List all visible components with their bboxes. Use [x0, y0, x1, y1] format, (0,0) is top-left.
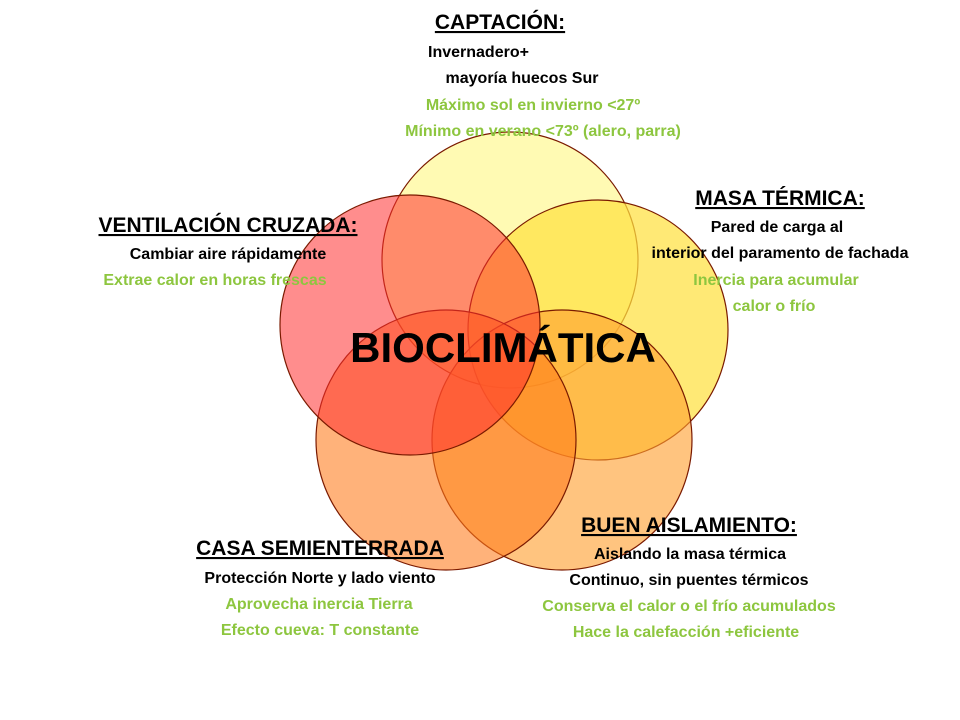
- masa-termica-green-2: calor o frío: [733, 298, 816, 315]
- ventilacion-green-1: Extrae calor en horas frescas: [103, 272, 326, 289]
- semienterrada-green-1: Aprovecha inercia Tierra: [225, 596, 412, 613]
- captacion-line-1: Invernadero+: [428, 44, 529, 61]
- section-captacion: CAPTACIÓN: Invernadero+ mayoría huecos S…: [405, 10, 681, 140]
- aislamiento-line-1: Aislando la masa térmica: [594, 546, 786, 563]
- aislamiento-green-1: Conserva el calor o el frío acumulados: [542, 598, 836, 615]
- semienterrada-green-2: Efecto cueva: T constante: [221, 622, 419, 639]
- section-masa-termica: MASA TÉRMICA: Pared de carga al interior…: [652, 187, 909, 315]
- circles-group: [279, 131, 729, 571]
- aislamiento-line-2: Continuo, sin puentes térmicos: [569, 572, 808, 589]
- aislamiento-title: BUEN AISLAMIENTO:: [581, 514, 797, 537]
- masa-termica-line-2: interior del paramento de fachada: [652, 245, 909, 262]
- semienterrada-line-1: Protección Norte y lado viento: [204, 570, 435, 587]
- ventilacion-line-1: Cambiar aire rápidamente: [130, 246, 327, 263]
- section-semienterrada: CASA SEMIENTERRADA Protección Norte y la…: [196, 537, 444, 639]
- section-ventilacion: VENTILACIÓN CRUZADA: Cambiar aire rápida…: [99, 213, 358, 289]
- aislamiento-green-2: Hace la calefacción +eficiente: [573, 624, 799, 641]
- masa-termica-line-1: Pared de carga al: [711, 219, 844, 236]
- section-aislamiento: BUEN AISLAMIENTO: Aislando la masa térmi…: [542, 514, 836, 641]
- captacion-title: CAPTACIÓN:: [435, 10, 565, 34]
- captacion-green-2: Mínimo en verano <73º (alero, parra): [405, 123, 681, 140]
- masa-termica-title: MASA TÉRMICA:: [695, 187, 865, 210]
- semienterrada-title: CASA SEMIENTERRADA: [196, 537, 444, 560]
- center-label: BIOCLIMÁTICA: [350, 324, 656, 371]
- ventilacion-title: VENTILACIÓN CRUZADA:: [99, 213, 358, 237]
- circle-ventilacion: [279, 194, 541, 456]
- captacion-line-2: mayoría huecos Sur: [446, 70, 599, 87]
- captacion-green-1: Máximo sol en invierno <27º: [426, 97, 641, 114]
- masa-termica-green-1: Inercia para acumular: [693, 272, 858, 289]
